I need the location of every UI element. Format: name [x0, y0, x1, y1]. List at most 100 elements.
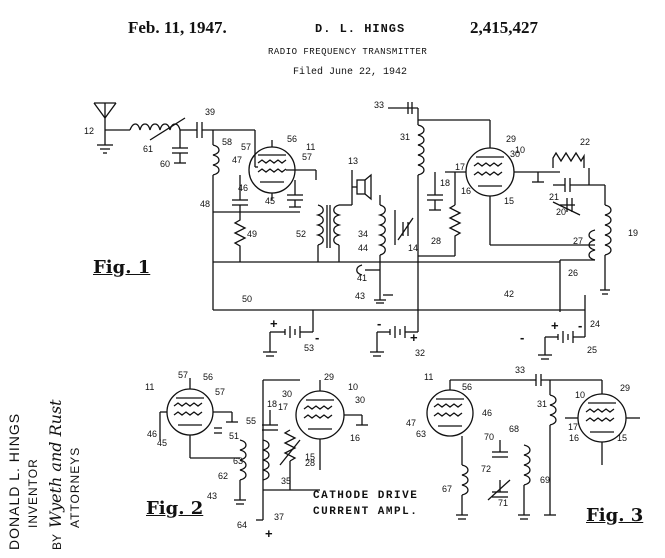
reference-number: 28	[431, 236, 441, 246]
reference-number: 10	[575, 390, 585, 400]
reference-number: 44	[358, 243, 368, 253]
reference-number: 51	[229, 431, 239, 441]
reference-number: 17	[455, 162, 465, 172]
reference-number: 35	[281, 476, 291, 486]
reference-number: 39	[205, 107, 215, 117]
reference-number: 43	[207, 491, 217, 501]
reference-number: 31	[400, 132, 410, 142]
polarity-mark: +	[265, 526, 273, 541]
reference-number: 60	[160, 159, 170, 169]
reference-number: 41	[357, 273, 367, 283]
reference-number: 53	[304, 343, 314, 353]
reference-number: 30	[355, 395, 365, 405]
reference-number: 58	[222, 137, 232, 147]
polarity-mark: -	[578, 318, 582, 333]
reference-number: 42	[504, 289, 514, 299]
figure-2-label: Fig. 2	[146, 498, 204, 519]
reference-number: 29	[506, 134, 516, 144]
figure-3-label: Fig. 3	[586, 505, 644, 526]
reference-number: 29	[620, 383, 630, 393]
reference-number: 16	[350, 433, 360, 443]
reference-number: 57	[241, 142, 251, 152]
polarity-mark: -	[520, 330, 524, 345]
polarity-mark: +	[410, 330, 418, 345]
inventor-attorney-block: DONALD L. HINGS INVENTOR BY Wyeth and Ru…	[6, 399, 121, 550]
patent-date: Feb. 11, 1947.	[128, 18, 227, 37]
patent-title: RADIO FREQUENCY TRANSMITTER	[268, 47, 428, 57]
reference-number: 50	[242, 294, 252, 304]
reference-number: 15	[504, 196, 514, 206]
inventor-name: DONALD L. HINGS	[6, 412, 22, 550]
reference-number: 45	[265, 196, 275, 206]
reference-number: 46	[147, 429, 157, 439]
reference-number: 18	[267, 399, 277, 409]
patent-number: 2,415,427	[470, 18, 538, 37]
attorneys-label: ATTORNEYS	[68, 446, 82, 528]
reference-number: 19	[628, 228, 638, 238]
reference-number: 12	[84, 126, 94, 136]
reference-number: 21	[549, 192, 559, 202]
by-label: BY	[50, 533, 64, 550]
reference-number: 37	[274, 512, 284, 522]
reference-number: 11	[424, 372, 433, 382]
reference-number: 28	[305, 458, 315, 468]
reference-number: 32	[415, 348, 425, 358]
reference-number: 56	[287, 134, 297, 144]
reference-number: 17	[568, 422, 578, 432]
reference-number: 56	[462, 382, 472, 392]
reference-number: 24	[590, 319, 600, 329]
fig2-schematic	[159, 378, 368, 521]
caption-line-1: CATHODE DRIVE	[313, 490, 419, 502]
reference-number: 67	[442, 484, 452, 494]
reference-number: 57	[178, 370, 188, 380]
reference-number: 14	[408, 243, 418, 253]
reference-number: 45	[157, 438, 167, 448]
reference-number: 33	[374, 100, 384, 110]
reference-number: 10	[348, 382, 358, 392]
reference-number: 46	[238, 183, 248, 193]
caption-line-2: CURRENT AMPL.	[313, 506, 419, 518]
antenna-symbol	[93, 102, 130, 154]
polarity-mark: +	[270, 316, 278, 331]
reference-number: 55	[246, 416, 256, 426]
reference-number: 63	[416, 429, 426, 439]
reference-number: 10	[515, 145, 525, 155]
reference-number: 17	[278, 402, 288, 412]
reference-number: 56	[203, 372, 213, 382]
fig2-tube-11	[166, 388, 214, 436]
reference-number: 20	[556, 207, 566, 217]
reference-number: 15	[617, 433, 627, 443]
reference-number: 70	[484, 432, 494, 442]
reference-number: 71	[498, 498, 508, 508]
reference-number: 68	[509, 424, 519, 434]
reference-number: 46	[482, 408, 492, 418]
reference-number: 34	[358, 229, 368, 239]
reference-number: 48	[200, 199, 210, 209]
reference-number: 22	[580, 137, 590, 147]
reference-number: 16	[569, 433, 579, 443]
reference-number: 27	[573, 236, 583, 246]
reference-number: 49	[247, 229, 257, 239]
reference-number: 69	[540, 475, 550, 485]
reference-number: 25	[587, 345, 597, 355]
reference-number: 61	[143, 144, 153, 154]
reference-number: 72	[481, 464, 491, 474]
reference-number: 30	[510, 149, 520, 159]
figure-1-label: Fig. 1	[93, 257, 151, 278]
reference-number: 11	[145, 382, 154, 392]
polarity-mark: -	[377, 316, 381, 331]
fig1-schematic	[93, 102, 612, 360]
reference-number: 62	[218, 471, 228, 481]
reference-number: 13	[348, 156, 358, 166]
filed-date: Filed June 22, 1942	[293, 67, 408, 78]
inventor-label: INVENTOR	[26, 458, 40, 528]
fig3-schematic	[426, 374, 640, 520]
tube-10	[465, 147, 515, 197]
reference-number: 18	[440, 178, 450, 188]
reference-number: 11	[306, 142, 315, 152]
reference-number: 47	[406, 418, 416, 428]
